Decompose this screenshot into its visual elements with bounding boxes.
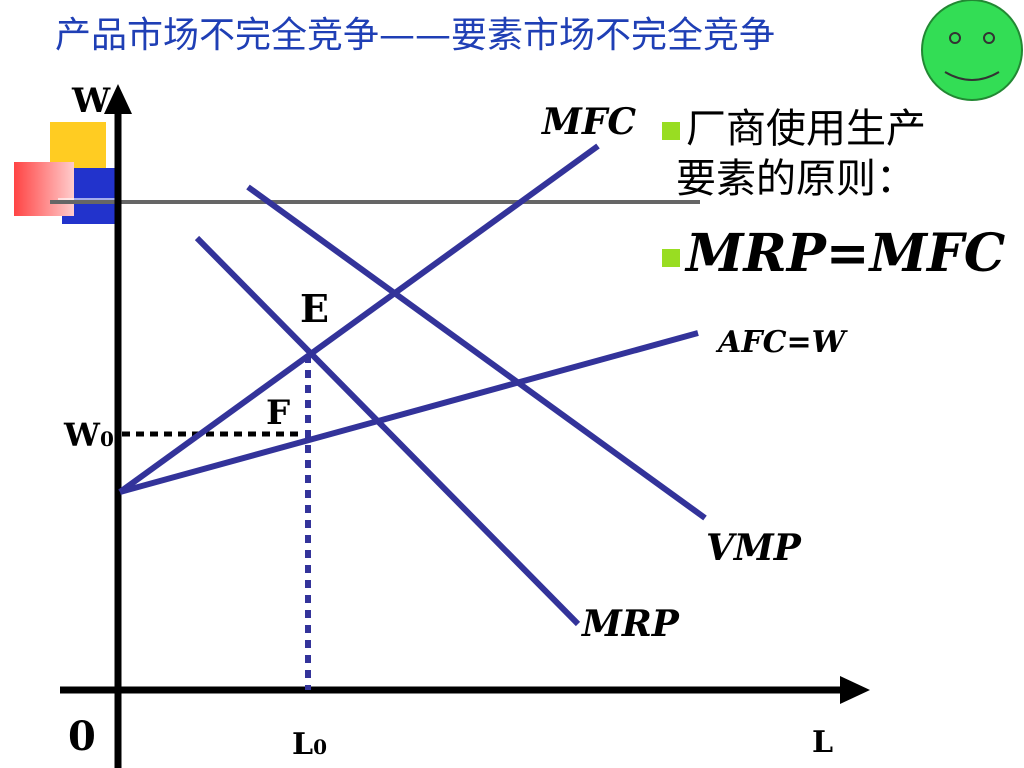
bullet-principle-line1: 厂商使用生产 [662,104,926,154]
bullet-formula: MRP=MFC [662,222,1005,286]
point-f-label: F [266,393,290,433]
origin-label: 0 [68,713,96,760]
bullet-principle-text1: 厂商使用生产 [686,106,926,152]
afc-label: AFC=W [715,325,849,360]
afc-curve [119,330,699,495]
bullet-square-icon [662,122,680,140]
bullet-principle: 厂商使用生产 要素的原则： [662,104,926,204]
l-axis-label: L [812,725,833,760]
w0-main: W [63,416,101,454]
mfc-curve [118,143,600,495]
w-axis-arrow [104,84,132,114]
vmp-curve [246,184,707,521]
vmp-label: VMP [706,527,802,569]
l0-label: L0 [292,727,327,762]
bullet-square-icon [662,248,680,267]
red-square [14,162,74,216]
w0-label: W0 [63,416,114,454]
w0-subscript: 0 [100,427,114,451]
l-axis-arrow [840,676,870,704]
decorative-squares [0,110,140,230]
bullet-principle-line2: 要素的原则： [676,156,916,202]
mrp-label: MRP [580,603,680,645]
w-axis-label: W [71,81,111,121]
point-e-label: E [300,286,329,331]
slide-title: 产品市场不完全竞争——要素市场不完全竞争 [55,15,776,56]
mrp-curve [194,235,581,627]
white-line [58,198,140,201]
l0-main: L [292,727,313,762]
mfc-label: MFC [540,101,636,143]
bullet-formula-text: MRP=MFC [686,223,1006,284]
l0-subscript: 0 [313,735,327,759]
smiley-face-icon [921,0,1023,101]
